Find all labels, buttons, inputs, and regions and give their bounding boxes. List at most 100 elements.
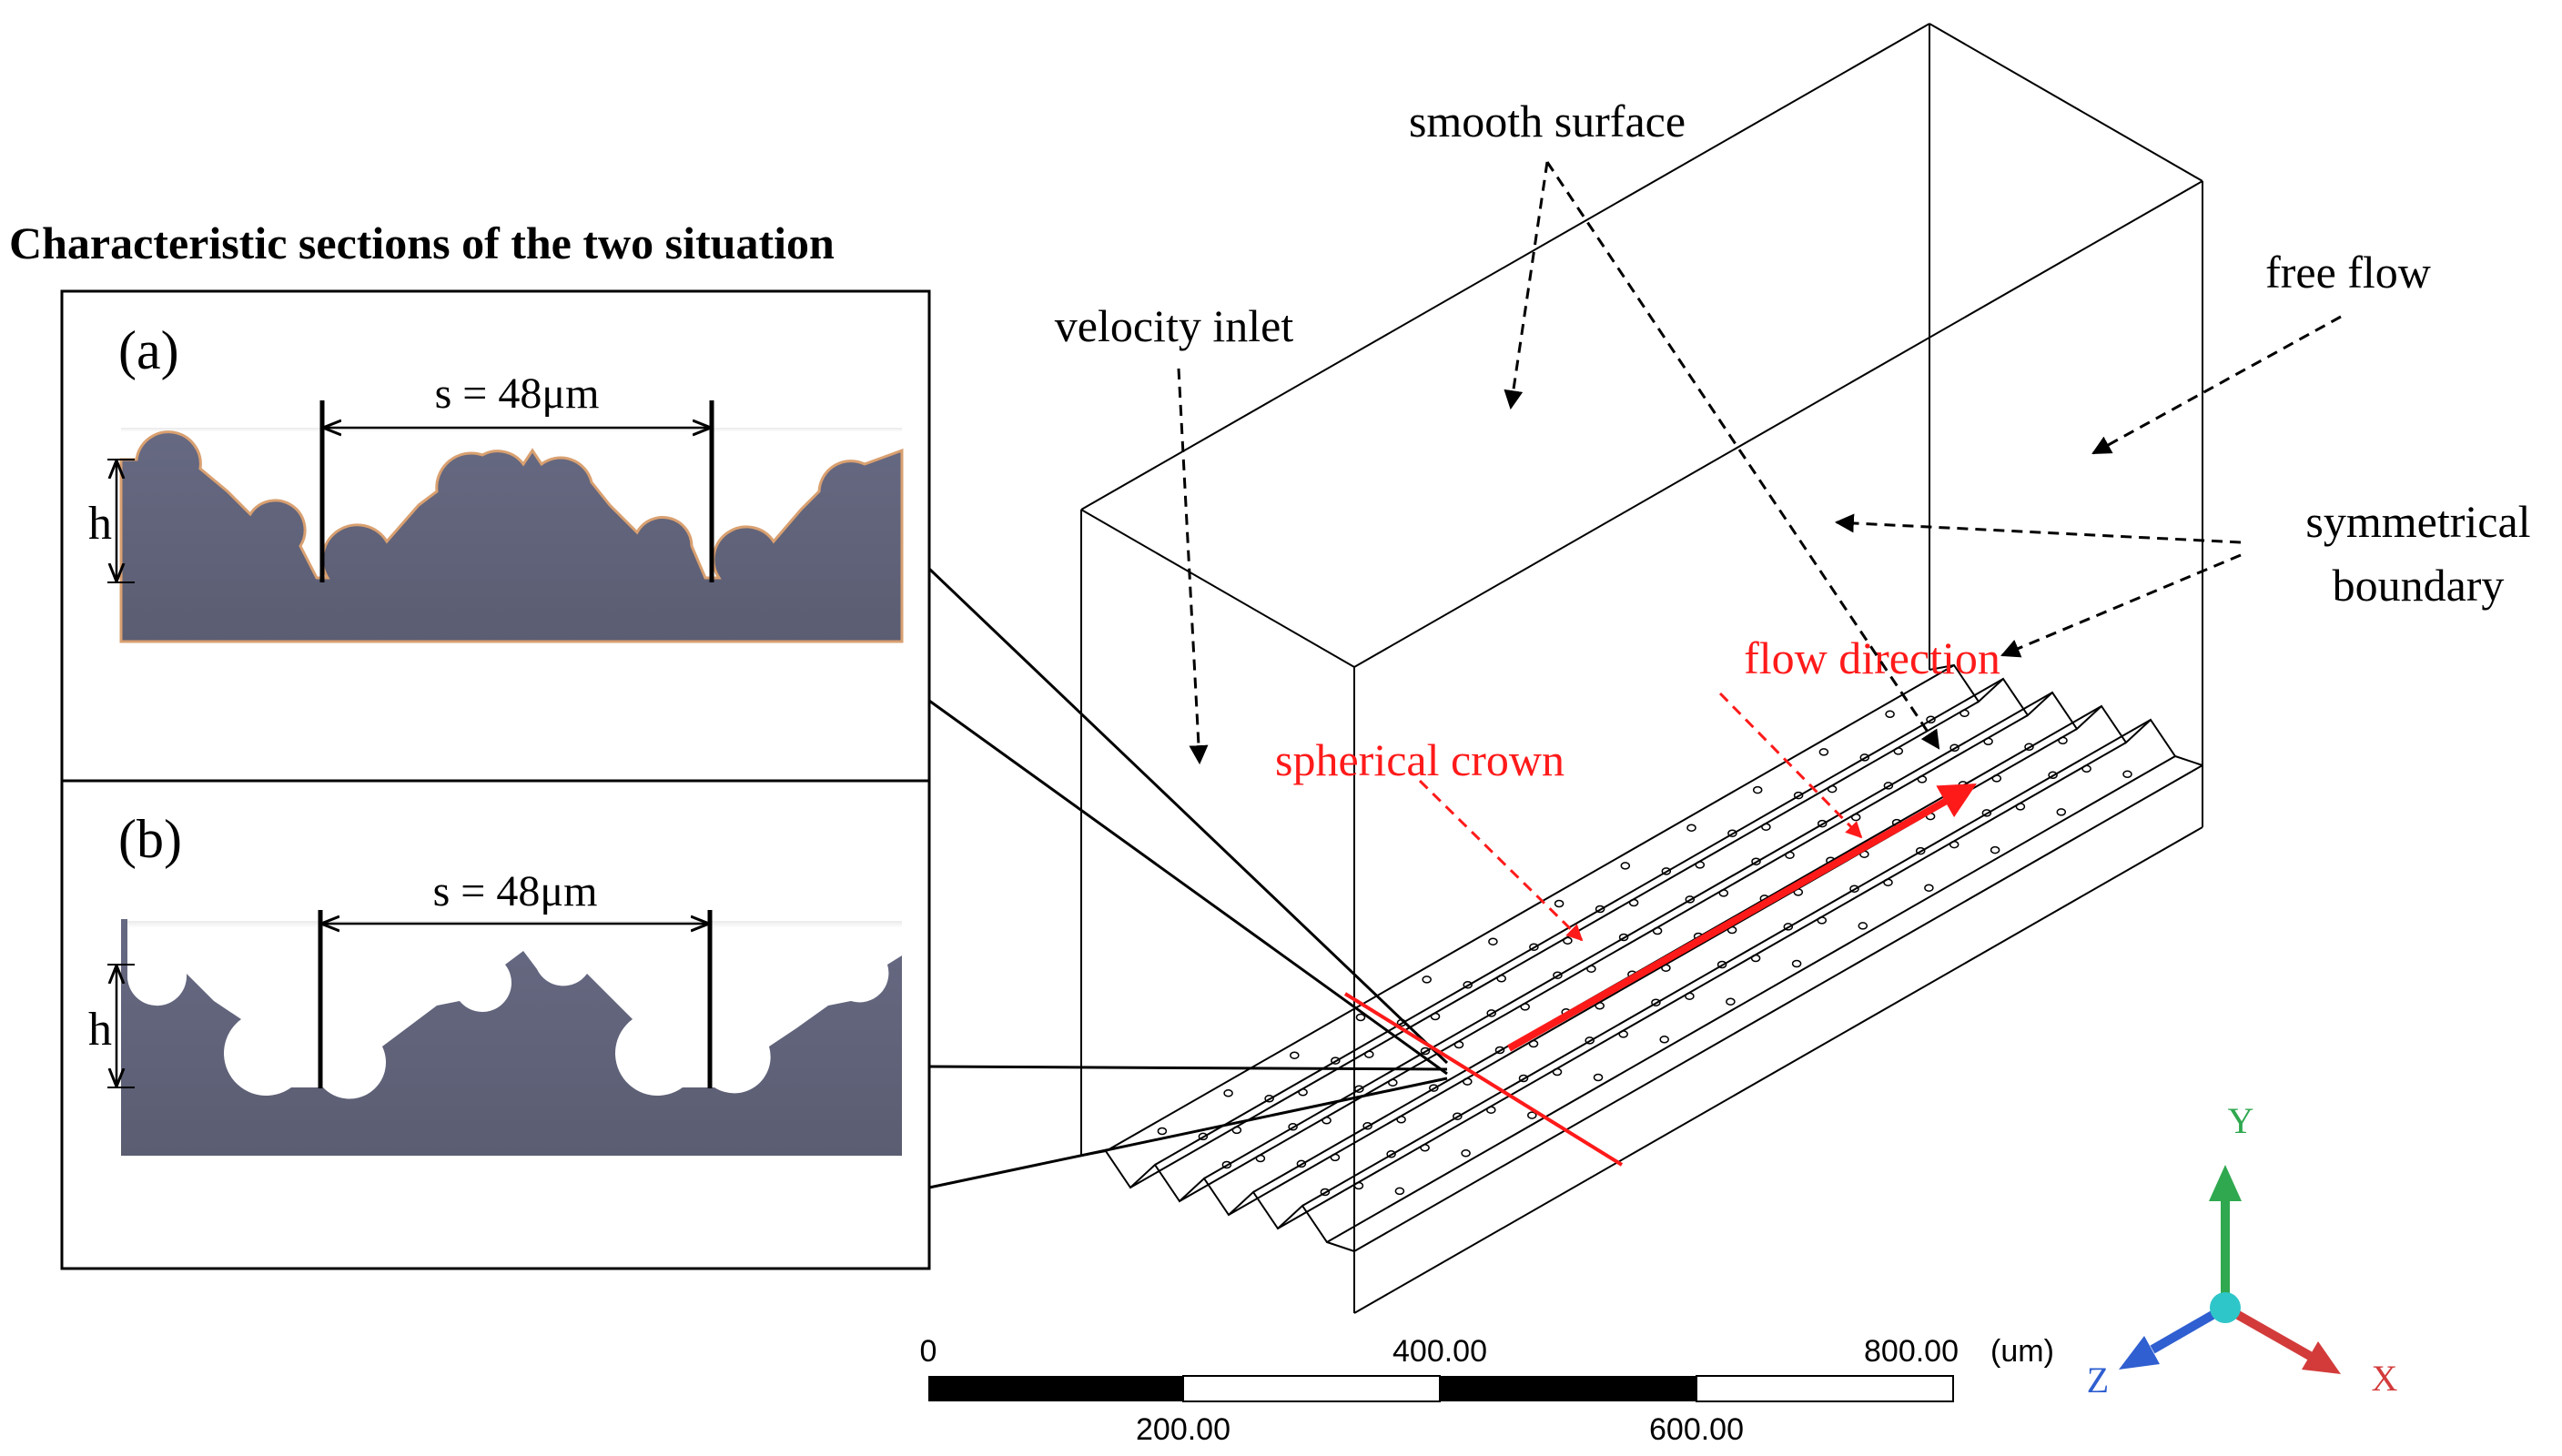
dimple-mark (2056, 808, 2067, 816)
dimple-mark (1915, 846, 1926, 855)
dimple-mark (1618, 1030, 1628, 1038)
dimple-mark (1586, 965, 1596, 973)
height-b-label: h (88, 1004, 112, 1056)
dimple-mark (1223, 1089, 1233, 1097)
dimple-mark (1791, 959, 1802, 968)
dimple-mark (1463, 1077, 1473, 1086)
dimple-mark (1430, 1012, 1441, 1021)
dimple-mark (1486, 1106, 1496, 1114)
dimple-mark (1990, 845, 2000, 854)
dimple-mark (2024, 743, 2034, 752)
dimple-mark (1595, 905, 1605, 914)
dimple-mark (1793, 888, 1804, 896)
scale-label-400: 400.00 (1392, 1334, 1487, 1369)
triad-origin-icon (2210, 1292, 2241, 1323)
dimple-mark (1783, 923, 1794, 931)
triad-y-label: Y (2228, 1100, 2254, 1141)
dimple-mark (1486, 1009, 1496, 1017)
x-axis-icon (2302, 1341, 2341, 1374)
dimple-mark (1849, 885, 1859, 893)
figure-heading: Characteristic sections of the two situa… (9, 217, 835, 268)
dimple-mark (1858, 922, 1868, 930)
dimple-mark (1661, 964, 1671, 972)
triad-z-label: Z (2087, 1360, 2109, 1400)
dimple-mark (1290, 1051, 1300, 1059)
dimple-mark (1661, 867, 1672, 875)
dimple-mark (1320, 1188, 1331, 1197)
dimple-mark (1817, 916, 1828, 925)
dimple-mark (1494, 1046, 1505, 1055)
dimension-a: s = 48μm h (88, 369, 714, 583)
dimple-mark (1552, 1067, 1563, 1077)
dimple-mark (1926, 715, 1936, 724)
label-flow-direction: flow direction (1744, 632, 2000, 683)
dimple-mark (1330, 1153, 1341, 1162)
dimple-mark (1322, 1117, 1332, 1125)
dimple-mark (1396, 1116, 1406, 1124)
label-symmetrical: symmetrical (2305, 496, 2530, 547)
triad-x-label: X (2372, 1358, 2398, 1399)
dimple-mark (1355, 1013, 1366, 1022)
dimension-b: s = 48μm h (88, 867, 713, 1088)
dimple-mark (1618, 933, 1629, 942)
dimple-mark (1924, 884, 1934, 892)
dimple-mark (1298, 1088, 1308, 1097)
dimple-mark (1296, 1159, 1307, 1168)
dimple-mark (1859, 753, 1870, 762)
dimple-mark (1221, 1160, 1232, 1169)
dimple-mark (2058, 736, 2068, 745)
dimple-mark (1628, 898, 1639, 907)
dimple-mark (1553, 971, 1563, 979)
dimple-mark (1883, 878, 1893, 886)
dimple-mark (1529, 943, 1539, 951)
dimple-mark (1726, 997, 1736, 1006)
scale-label-200: 200.00 (1136, 1412, 1230, 1447)
dimple-mark (1595, 1002, 1605, 1010)
domain-box (1080, 23, 2203, 1313)
dimple-mark (1652, 926, 1663, 935)
annotation-arrows (1177, 161, 2342, 942)
dimple-mark (1827, 784, 1838, 794)
dimple-mark (1157, 1127, 1168, 1136)
dimple-mark (1422, 976, 1432, 984)
dimple-mark (1288, 1123, 1298, 1131)
dimple-mark (1991, 774, 2002, 783)
spacing-a-label: s = 48μm (435, 369, 600, 418)
dimple-mark (1364, 1050, 1374, 1058)
dimple-mark (1885, 710, 1895, 719)
z-axis-icon (2119, 1336, 2160, 1370)
dimple-mark (1420, 1144, 1430, 1152)
dimple-mark (2015, 803, 2026, 811)
spacing-b-label: s = 48μm (433, 867, 598, 915)
dimple-mark (1264, 1095, 1274, 1103)
dimple-mark (1727, 925, 1737, 935)
panel-b-label: (b) (118, 809, 182, 869)
dimple-mark (1463, 981, 1473, 989)
dimple-mark (1453, 1112, 1463, 1120)
panel-a-label: (a) (118, 320, 179, 380)
dimple-mark (1496, 975, 1506, 983)
scale-unit: (um) (1990, 1334, 2054, 1369)
dimple-mark (1453, 1040, 1464, 1049)
dimple-mark (1331, 1057, 1341, 1065)
dimple-mark (1593, 1073, 1604, 1082)
dimple-mark (1563, 936, 1573, 945)
dimple-mark (1659, 1036, 1669, 1044)
dimple-mark (1518, 1074, 1529, 1083)
dimple-mark (1893, 747, 1904, 755)
section-cut-line (1343, 992, 1624, 1167)
dimple-mark (1528, 1039, 1539, 1048)
section-a (119, 428, 904, 643)
dimple-mark (1394, 1187, 1405, 1196)
dimple-mark (1949, 840, 1959, 849)
scale-bar: 0 400.00 800.00 (um) 200.00 600.00 (920, 1334, 2054, 1447)
dimple-mark (1620, 862, 1631, 870)
label-free-flow: free flow (2265, 247, 2431, 298)
spherical-crowns (1157, 709, 2132, 1197)
label-smooth-surface: smooth surface (1409, 96, 1686, 147)
dimple-mark (1818, 748, 1829, 756)
dimple-mark (1651, 998, 1661, 1006)
dimple-mark (1716, 960, 1727, 969)
dimple-mark (1752, 785, 1763, 794)
